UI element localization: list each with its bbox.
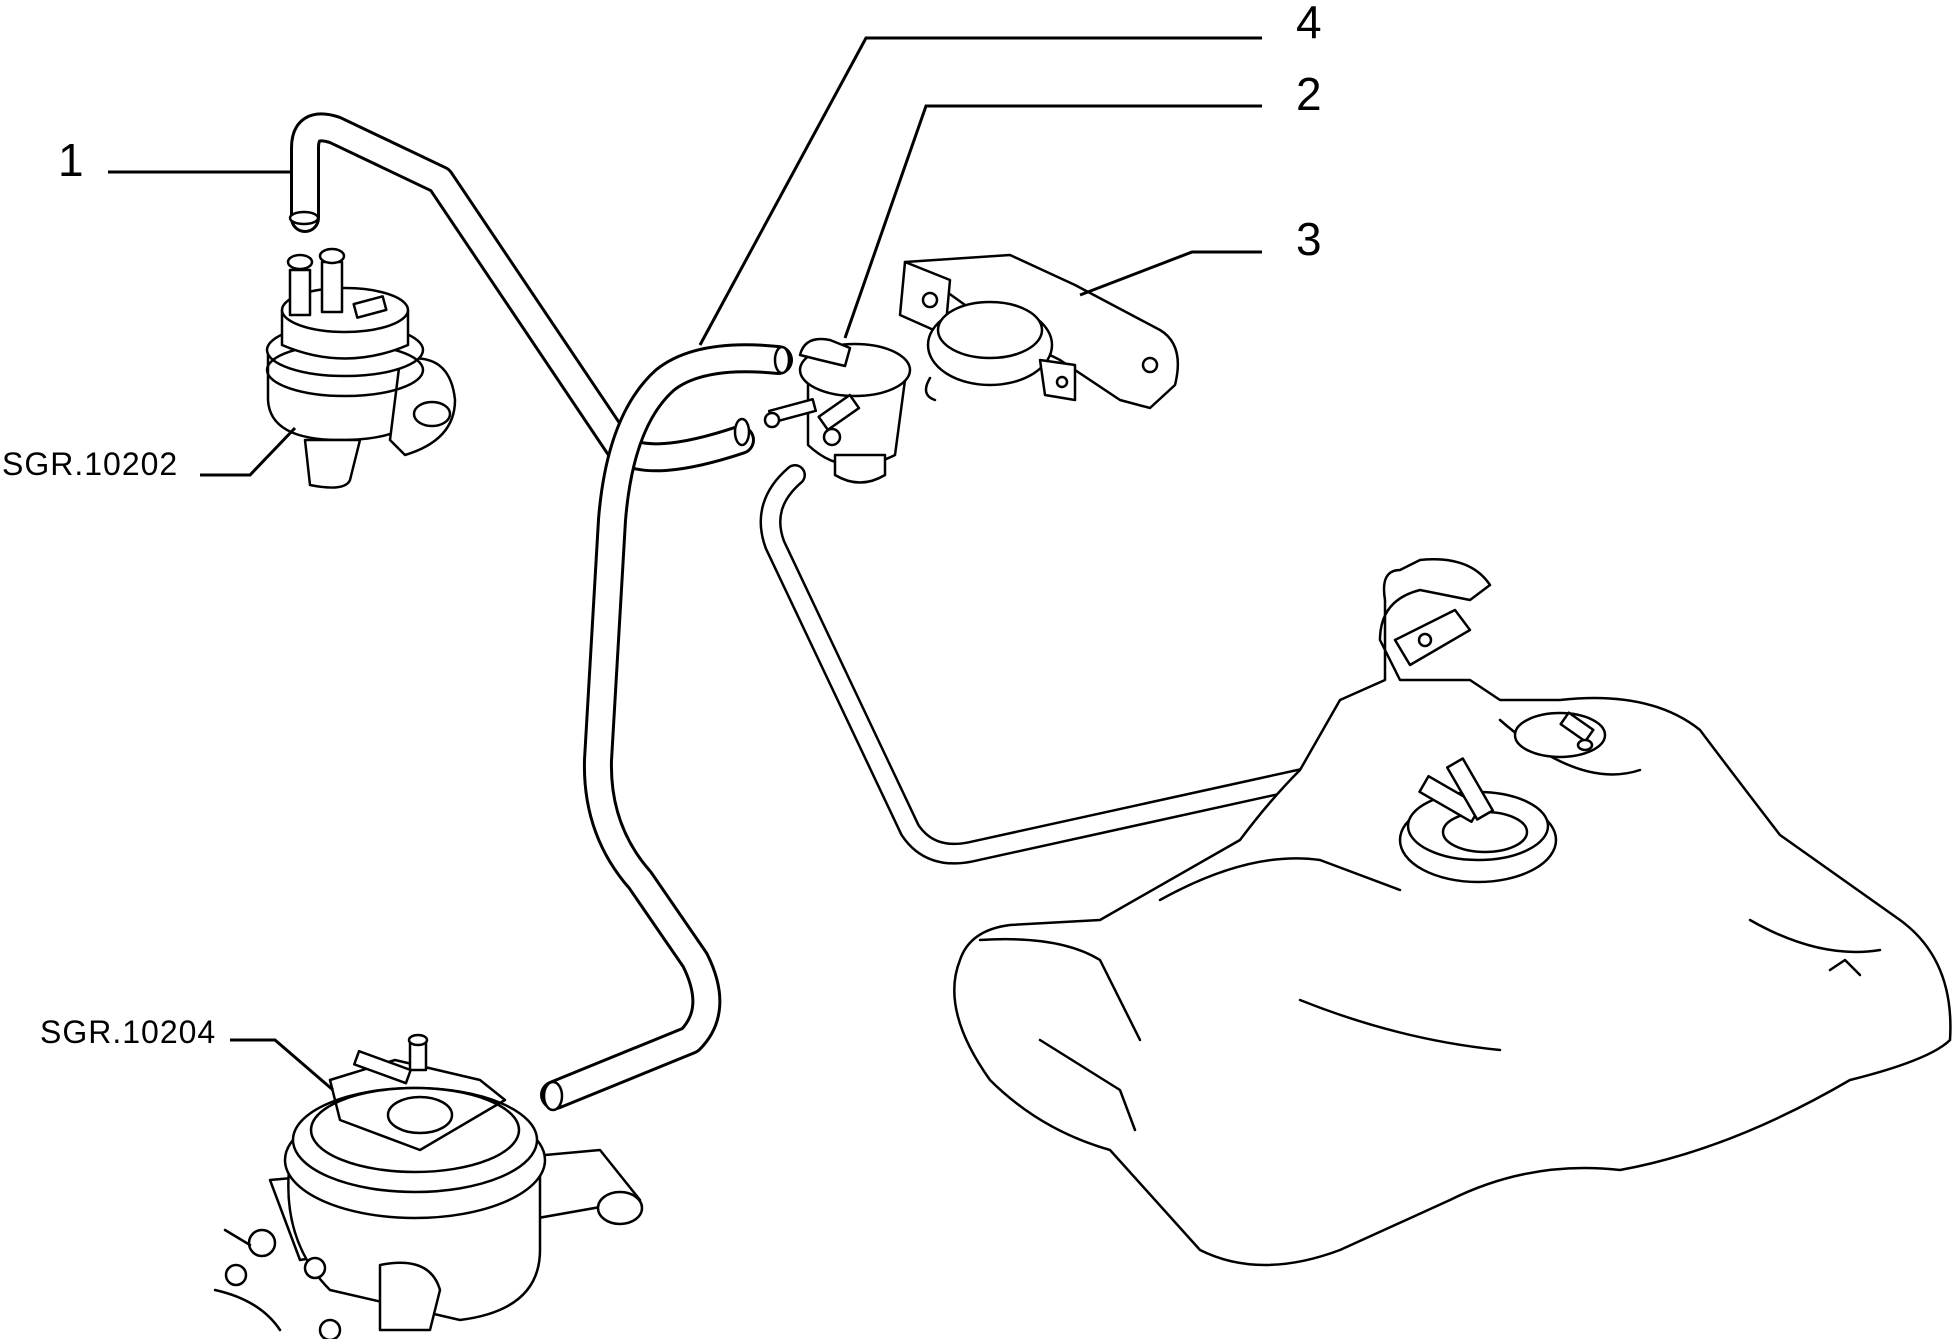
canister-bracket bbox=[898, 253, 1180, 410]
leader-sgr-10204 bbox=[230, 1038, 334, 1092]
callout-1: 1 bbox=[58, 134, 84, 186]
hose-4 bbox=[540, 343, 793, 1112]
leader-3 bbox=[1079, 250, 1262, 297]
hose-canister-to-tank bbox=[759, 464, 1363, 865]
reference-throttle-body: SGR.10204 bbox=[40, 1014, 216, 1050]
throttle-body bbox=[213, 1033, 644, 1339]
callout-3: 3 bbox=[1296, 213, 1322, 265]
fuel-pump bbox=[265, 247, 457, 489]
leader-sgr-10202 bbox=[200, 426, 297, 477]
leader-4 bbox=[698, 36, 1262, 346]
callout-2: 2 bbox=[1296, 68, 1322, 120]
reference-fuel-pump: SGR.10202 bbox=[2, 446, 178, 482]
carbon-canister bbox=[763, 337, 912, 484]
leader-lines bbox=[108, 36, 1262, 1092]
fuel-tank bbox=[953, 558, 1952, 1267]
callout-4: 4 bbox=[1296, 0, 1322, 48]
leader-2 bbox=[843, 104, 1262, 339]
